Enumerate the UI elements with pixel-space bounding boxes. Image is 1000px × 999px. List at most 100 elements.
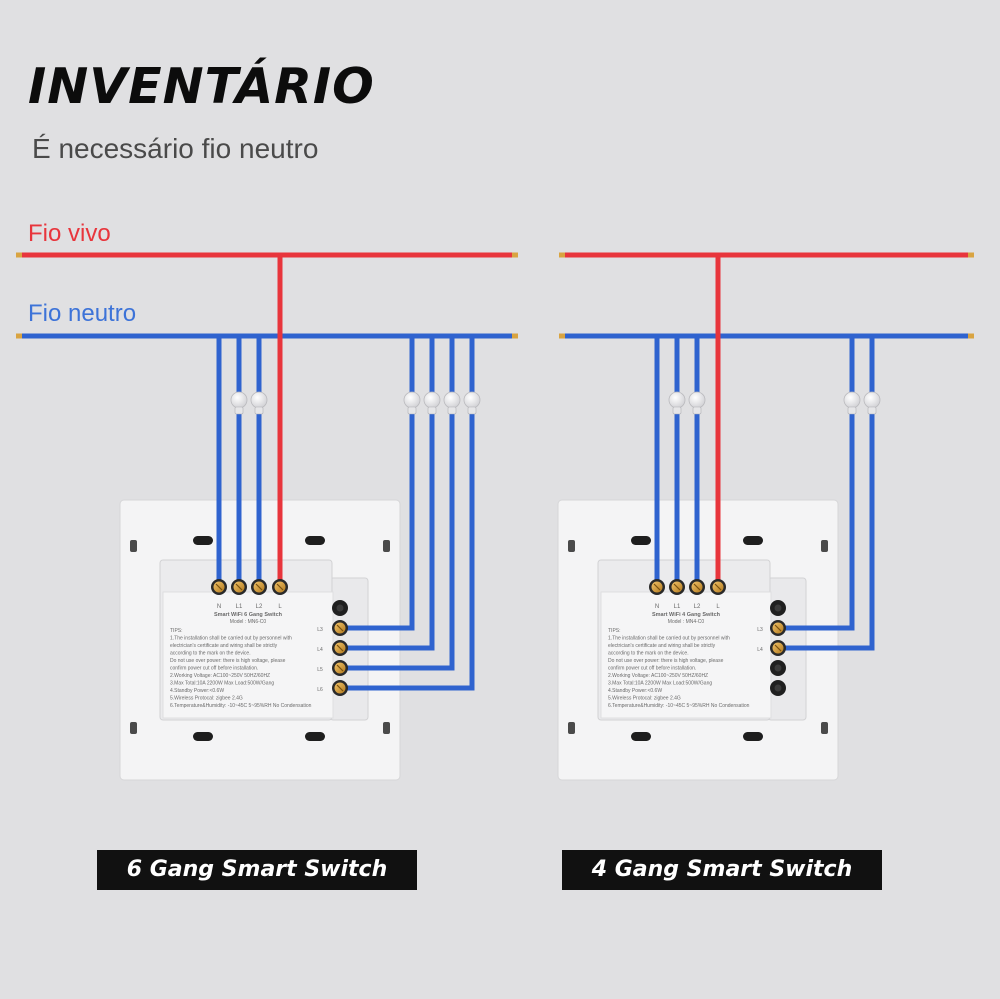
terminal-slot — [336, 664, 344, 672]
terminal-slot — [774, 644, 782, 652]
terminal-label-l6: L6 — [317, 687, 323, 693]
terminal-screw — [332, 640, 348, 656]
terminal-label-l3: L3 — [317, 627, 323, 633]
bulb-base — [867, 406, 877, 415]
page-title: INVENTÁRIO — [28, 58, 375, 115]
wire-end-cap — [968, 252, 974, 258]
light-bulb-icon — [403, 391, 421, 415]
wire-end-cap — [559, 252, 565, 258]
switch-label-model: Model : MN4-C0 — [668, 619, 705, 625]
bulb-base — [692, 406, 702, 415]
switch-label-line: according to the mark on the device. — [170, 651, 251, 657]
load-wire — [342, 336, 415, 631]
switch-label-line: 3.Max Total:10A 2200W Max Load:500W/Gang — [608, 681, 712, 687]
terminal-screw — [332, 660, 348, 676]
terminal-screw — [770, 640, 786, 656]
switch-label-line: 2.Working Voltage: AC100~250V 50HZ/60HZ — [170, 673, 270, 679]
terminal-slot — [215, 583, 223, 591]
switch-label-line: Do not use over power: there is high vol… — [608, 658, 724, 664]
terminal-screw — [332, 620, 348, 636]
terminal-empty-hole — [336, 604, 344, 612]
terminal-slot — [653, 583, 661, 591]
switch-label-line: 4.Standby Power:<0.6W — [170, 688, 224, 694]
bulb-base — [672, 406, 682, 415]
light-bulb-icon — [230, 391, 248, 415]
terminal-screw — [710, 579, 726, 595]
terminal-label-l: L — [716, 604, 720, 610]
live-wire-label: Fio vivo — [28, 220, 111, 247]
switch-label-model: Model : MN6-C0 — [230, 619, 267, 625]
light-bulb-icon — [443, 391, 461, 415]
terminal-label-l: L — [278, 604, 282, 610]
switch-label-line: TIPS: — [608, 628, 621, 634]
switch-plate-4-gang — [557, 499, 839, 781]
load-wire — [780, 336, 875, 651]
terminal-slot — [336, 684, 344, 692]
terminal-label-l4: L4 — [757, 647, 763, 653]
switch-label-line: 2.Working Voltage: AC100~250V 50HZ/60HZ — [608, 673, 708, 679]
bulb-base — [234, 406, 244, 415]
terminals-layer — [211, 579, 786, 696]
terminal-slot — [255, 583, 263, 591]
wire-end-cap — [968, 333, 974, 339]
bulbs-layer — [230, 391, 881, 415]
bulb-glass — [668, 391, 686, 409]
switch-label-title: Smart WiFi 6 Gang Switch — [214, 612, 283, 618]
terminal-empty-hole — [774, 604, 782, 612]
bulb-glass — [863, 391, 881, 409]
page-subtitle: É necessário fio neutro — [32, 133, 319, 164]
wire-end-cap — [16, 252, 22, 258]
switch-label-line: 5.Wireless Protocal: zigbee 2.4G — [608, 696, 681, 702]
bulb-glass — [688, 391, 706, 409]
load-wire — [780, 336, 855, 631]
terminal-screw — [770, 620, 786, 636]
terminal-label-n: N — [655, 604, 659, 610]
switch-label-line: according to the mark on the device. — [608, 651, 689, 657]
switch-label-tips: TIPS: 1.The installation shall be carried… — [170, 628, 312, 709]
bulb-base — [407, 406, 417, 415]
terminal-label-n: N — [217, 604, 221, 610]
load-wire — [342, 336, 475, 691]
light-bulb-icon — [423, 391, 441, 415]
switch-label-line: Do not use over power: there is high vol… — [170, 658, 286, 664]
switch-label-line: confirm power cut off before installatio… — [170, 666, 258, 672]
terminal-screw — [231, 579, 247, 595]
neutral-wire-label: Fio neutro — [28, 300, 137, 327]
wire-end-cap — [512, 333, 518, 339]
switch-label-line: TIPS: — [170, 628, 183, 634]
switch-label-line: 4.Standby Power:<0.6W — [608, 688, 662, 694]
bulb-glass — [443, 391, 461, 409]
wire-end-cap — [559, 333, 565, 339]
terminal-screw — [669, 579, 685, 595]
load-wire — [342, 336, 435, 651]
switch-label-line: 1.The installation shall be carried out … — [170, 636, 292, 642]
bulb-glass — [463, 391, 481, 409]
terminal-screw — [272, 579, 288, 595]
light-bulb-icon — [688, 391, 706, 415]
switch-label-title: Smart WiFi 4 Gang Switch — [652, 612, 721, 618]
switch-label-tips: TIPS: 1.The installation shall be carried… — [608, 628, 750, 709]
bulb-base — [467, 406, 477, 415]
terminal-label-l4: L4 — [317, 647, 323, 653]
terminal-label-l5: L5 — [317, 667, 323, 673]
terminal-label-l2: L2 — [256, 604, 263, 610]
terminal-screw — [211, 579, 227, 595]
switch-label-4-gang: Smart WiFi 4 Gang Switch Model : MN4-C0 … — [608, 612, 750, 709]
bulb-glass — [230, 391, 248, 409]
wires-layer — [16, 252, 974, 691]
switch-label-line: 1.The installation shall be carried out … — [608, 636, 730, 642]
terminal-slot — [673, 583, 681, 591]
bulb-glass — [250, 391, 268, 409]
light-bulb-icon — [463, 391, 481, 415]
bulb-base — [847, 406, 857, 415]
terminal-label-l3: L3 — [757, 627, 763, 633]
bulb-base — [254, 406, 264, 415]
terminal-screw — [332, 680, 348, 696]
switch-label-line: 6.Temperature&Humidity: -10~45C 5~95%RH … — [170, 703, 312, 709]
switch-label-line: 5.Wireless Protocal: zigbee 2.4G — [170, 696, 243, 702]
bulb-base — [447, 406, 457, 415]
caption-6-gang: 6 Gang Smart Switch — [97, 850, 417, 890]
switch-label-6-gang: Smart WiFi 6 Gang Switch Model : MN6-C0 … — [170, 612, 312, 709]
